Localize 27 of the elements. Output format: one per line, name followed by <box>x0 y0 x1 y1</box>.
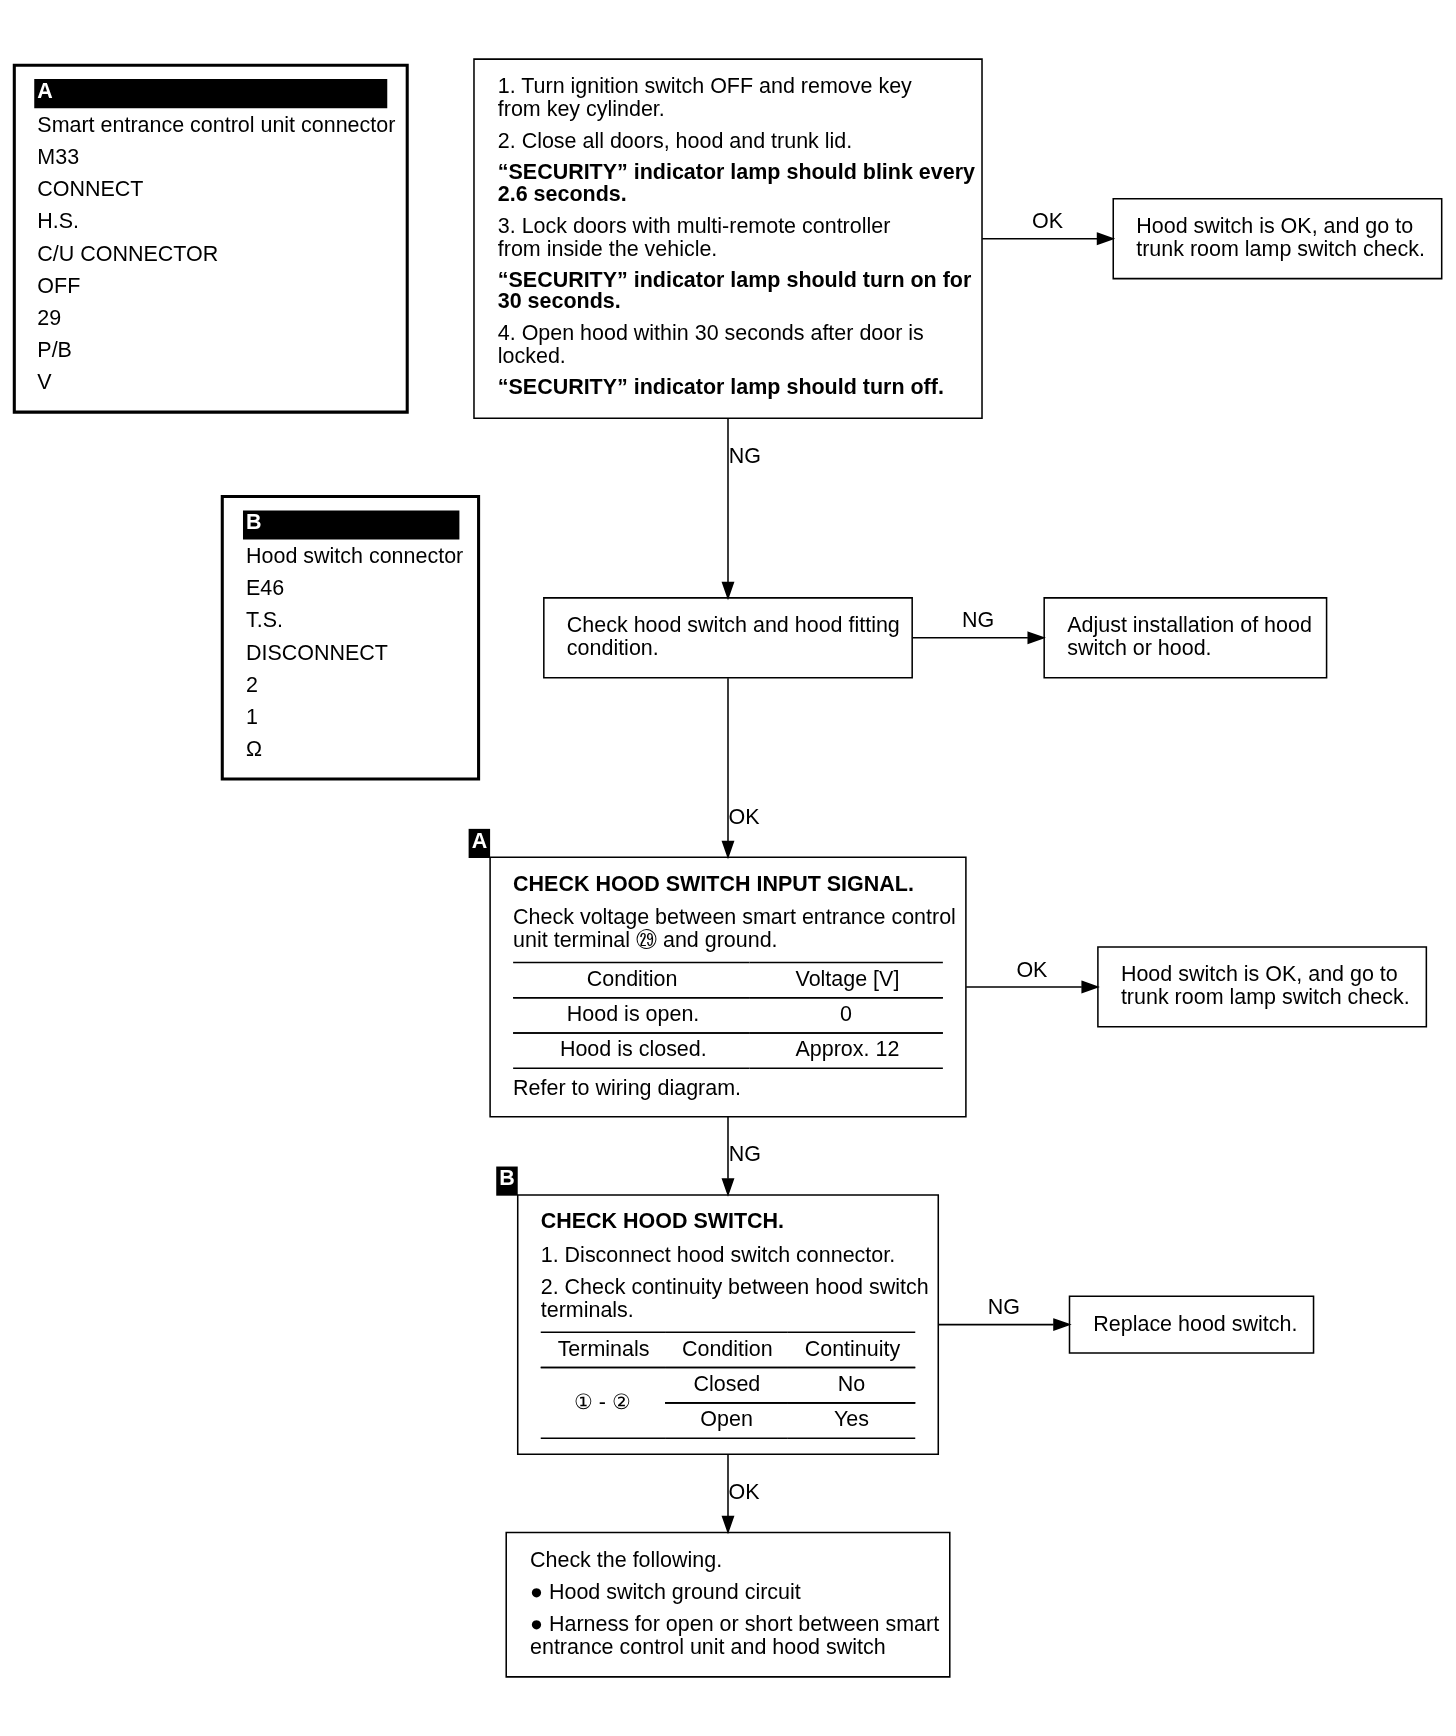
edge-label: OK <box>728 804 760 829</box>
node-box: Adjust installation of hood switch or hood. <box>1043 597 1328 679</box>
edge-label: OK <box>1016 957 1048 982</box>
edge-label: NG <box>987 1295 1020 1320</box>
arrow <box>965 980 1100 994</box>
node-label: A <box>471 828 488 853</box>
edge-label: OK <box>1032 209 1064 234</box>
node-box: 1. Turn ignition switch OFF and remove key from key cylinder. 2. Close all doors, hood and trunk lid. “SECURITY” indicator lamp should blink every 2.6 seconds. 3. Lock doors with multi-remote controller from inside the vehicle. “SECURITY” indicator lamp should turn on for 30 seconds. 4. Open hood within 30 seconds after door is locked. “SECURITY” indicator lamp should turn off. <box>473 58 983 420</box>
node-box: Replace hood switch. <box>1068 1295 1315 1354</box>
edge-label: NG <box>728 444 761 469</box>
arrow <box>911 631 1046 645</box>
arrow <box>721 1453 735 1535</box>
node-box: Check the following. ● Hood switch ground circuit ● Harness for open or short between smart entrance control unit and hood switch <box>505 1531 951 1678</box>
node-box: B Hood switch connector E46 T.S. DISCONNECT 2 1 Ω <box>220 495 481 781</box>
arrow <box>981 232 1116 246</box>
arrow <box>937 1318 1072 1332</box>
node-box: Hood switch is OK, and go to trunk room lamp switch check. <box>1112 198 1443 280</box>
node-box: Check hood switch and hood fitting condition. <box>543 597 913 679</box>
edge-label: NG <box>728 1142 761 1167</box>
node-label: B <box>499 1166 515 1191</box>
edge-label: OK <box>728 1480 760 1505</box>
node-box: Hood switch is OK, and go to trunk room lamp switch check. <box>1097 946 1428 1028</box>
arrow <box>721 1116 735 1197</box>
arrow <box>721 677 735 860</box>
arrow <box>721 417 735 601</box>
node-box: A Smart entrance control unit connector M33 CONNECT H.S. C/U CONNECTOR OFF 29 P/B V <box>12 63 409 414</box>
edge-label: NG <box>962 608 995 633</box>
